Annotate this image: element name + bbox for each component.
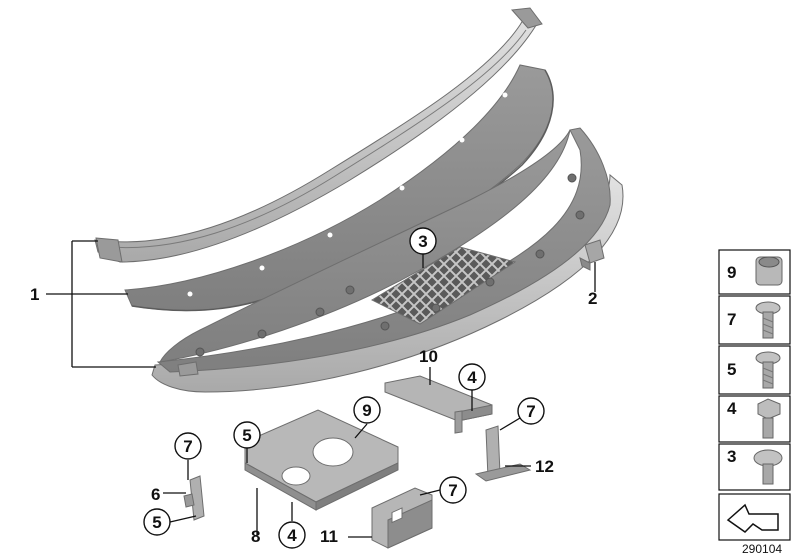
callout-5a-bubble: 5 bbox=[233, 421, 261, 449]
callout-6: 6 bbox=[151, 485, 160, 504]
callout-7a-bubble: 7 bbox=[517, 397, 545, 425]
callout-7b-bubble: 7 bbox=[174, 432, 202, 460]
phillips-screw-icon bbox=[755, 351, 781, 389]
callout-2: 2 bbox=[588, 289, 597, 308]
callout-12: 12 bbox=[535, 457, 554, 476]
hex-bolt-washer-icon bbox=[757, 398, 781, 439]
arrow-symbol-box bbox=[718, 493, 791, 541]
legend-item-7: 7 bbox=[718, 295, 791, 345]
bracket-part-6 bbox=[183, 475, 205, 521]
bracket-part-12 bbox=[474, 425, 532, 482]
callout-8: 8 bbox=[251, 527, 260, 546]
mounting-plate-part-8 bbox=[244, 409, 399, 511]
lower-panel bbox=[151, 127, 624, 393]
callout-9-bubble: 9 bbox=[353, 396, 381, 424]
callout-5b: 5 bbox=[152, 513, 161, 532]
clip-part-2 bbox=[579, 239, 605, 271]
legend-number-3: 3 bbox=[727, 447, 736, 466]
leader-lines bbox=[46, 240, 596, 538]
trim-strip bbox=[94, 7, 543, 263]
callout-5a: 5 bbox=[242, 426, 251, 445]
callout-10: 10 bbox=[419, 347, 438, 366]
legend-number-9: 9 bbox=[727, 263, 736, 282]
callout-3: 3 bbox=[418, 232, 427, 251]
legend-number-7: 7 bbox=[727, 310, 736, 329]
diagram-id: 290104 bbox=[742, 542, 782, 556]
callout-5b-bubble: 5 bbox=[143, 508, 171, 536]
callout-9: 9 bbox=[362, 401, 371, 420]
callout-7c-bubble: 7 bbox=[439, 476, 467, 504]
callout-7b: 7 bbox=[183, 437, 192, 456]
callout-4a-bubble: 4 bbox=[458, 363, 486, 391]
callout-11: 11 bbox=[320, 527, 338, 546]
callout-1: 1 bbox=[30, 285, 39, 304]
bracket-part-10 bbox=[384, 375, 493, 434]
callout-7c: 7 bbox=[448, 481, 457, 500]
legend-item-3: 3 bbox=[718, 443, 791, 491]
callout-3-bubble: 3 bbox=[409, 227, 437, 255]
legend-item-4: 4 bbox=[718, 395, 791, 443]
legend-item-5: 5 bbox=[718, 345, 791, 395]
bracket-part-11 bbox=[371, 487, 433, 549]
direction-arrow-icon bbox=[726, 503, 779, 533]
cap-nut-icon bbox=[755, 256, 783, 286]
fastener-legend: 9 7 5 4 bbox=[718, 249, 791, 541]
callout-4a: 4 bbox=[467, 368, 477, 387]
torx-screw-icon bbox=[755, 301, 781, 339]
legend-number-4: 4 bbox=[727, 399, 737, 418]
callout-4b-bubble: 4 bbox=[278, 521, 306, 549]
pan-head-screw-icon bbox=[753, 449, 783, 485]
legend-item-9: 9 bbox=[718, 249, 791, 295]
callout-7a: 7 bbox=[526, 402, 535, 421]
callout-4b: 4 bbox=[287, 526, 297, 545]
legend-number-5: 5 bbox=[727, 360, 736, 379]
